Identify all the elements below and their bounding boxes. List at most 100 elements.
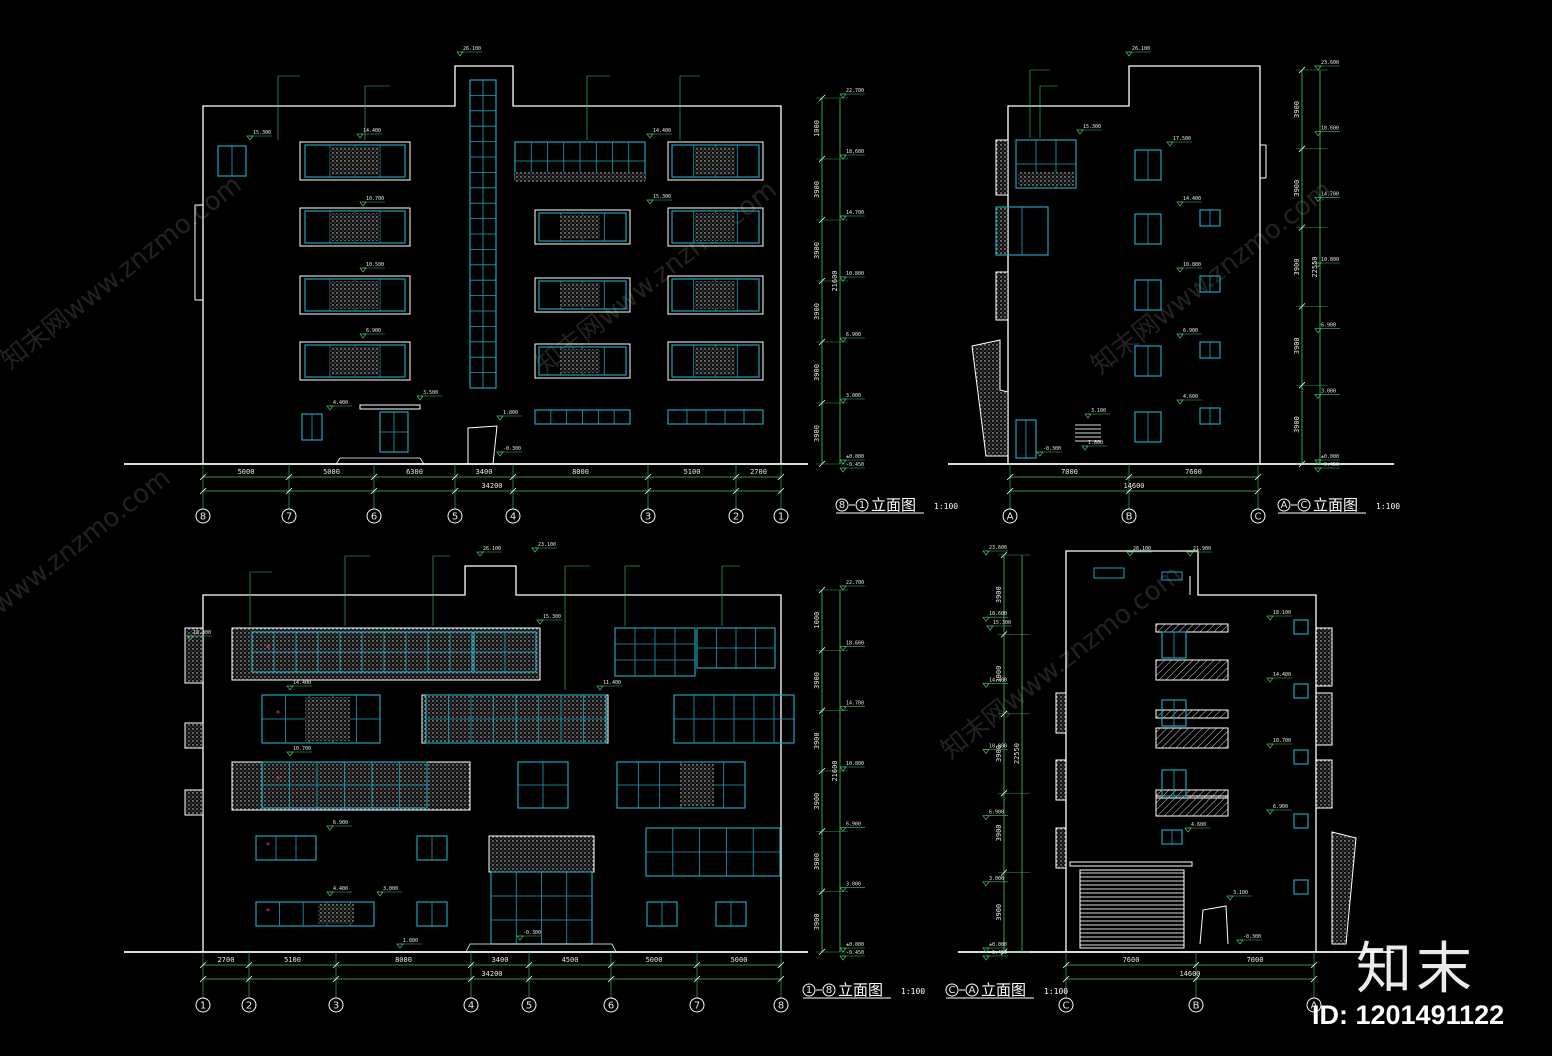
vertical-dimension-value: 3900 <box>813 364 821 381</box>
axis-label: B <box>1126 512 1133 523</box>
entrance-sculpture <box>1199 905 1229 945</box>
side-panel <box>995 139 1009 196</box>
level-label: 3.000 <box>846 882 861 888</box>
window <box>301 413 323 441</box>
window-surround <box>534 209 631 245</box>
dimension-value: 4500 <box>562 956 579 964</box>
window <box>1293 619 1309 635</box>
level-label: 1.800 <box>403 938 418 944</box>
level-label: 10.500 <box>366 262 384 268</box>
axis-label: 5 <box>452 512 458 523</box>
title-axis-a: A <box>1281 500 1288 511</box>
vertical-dimension-value: 3900 <box>813 913 821 930</box>
dimension-tick <box>1006 487 1014 495</box>
balcony-infill <box>1018 172 1074 186</box>
level-label: 14.700 <box>846 701 864 707</box>
elevation-title: 立面图 <box>981 981 1026 999</box>
window <box>696 627 776 669</box>
dimension-value: 3400 <box>492 956 509 964</box>
level-label: 4.400 <box>333 886 348 892</box>
level-label: 14.700 <box>1321 191 1339 197</box>
marker-asterisk: * <box>276 775 280 784</box>
window-dotpanel <box>330 213 380 241</box>
vertical-dimension-value: 3900 <box>813 853 821 870</box>
dimension-tick <box>1006 473 1014 481</box>
level-marker <box>982 616 990 622</box>
level-marker <box>1266 677 1274 683</box>
level-label: 4.600 <box>1191 822 1206 828</box>
window <box>645 827 781 877</box>
level-marker <box>1266 743 1274 749</box>
level-label: 3.000 <box>846 393 861 399</box>
window-dotpanel <box>330 347 380 375</box>
elevation-scale: 1:100 <box>1044 987 1068 996</box>
title-bubble <box>835 498 849 512</box>
level-marker <box>839 955 847 961</box>
axis-bubble <box>195 508 211 524</box>
window <box>416 835 448 861</box>
level-marker <box>646 199 654 205</box>
level-label: 14.400 <box>653 128 671 134</box>
entrance-sculpture <box>467 425 498 465</box>
level-label: 14.700 <box>846 210 864 216</box>
title-bubble <box>965 983 979 997</box>
dimension-tick <box>525 975 533 983</box>
axis-label: A <box>1007 512 1014 523</box>
watermark-text: www.znzmo.com <box>0 463 176 621</box>
vertical-dimension-value: 3900 <box>995 586 1003 603</box>
level-marker <box>286 685 294 691</box>
level-label: 14.400 <box>363 128 381 134</box>
level-marker <box>396 943 404 949</box>
level-marker <box>1176 399 1184 405</box>
vertical-dimension-value: 3900 <box>813 732 821 749</box>
window <box>1199 209 1221 227</box>
level-marker <box>246 135 254 141</box>
window <box>614 627 696 677</box>
level-marker <box>1084 413 1092 419</box>
side-panel <box>1315 627 1333 687</box>
window-surround <box>534 343 631 379</box>
side-panel <box>1055 827 1067 869</box>
elevation-title: 立面图 <box>838 981 883 999</box>
railing <box>1155 659 1229 681</box>
level-label: 26.100 <box>463 46 481 52</box>
title-axis-b: 1 <box>859 500 865 511</box>
level-marker <box>359 333 367 339</box>
dimension-tick <box>732 473 740 481</box>
level-label: ±0.000 <box>1321 454 1339 460</box>
title-axis-b: 8 <box>826 985 832 996</box>
entrance-steps <box>465 943 617 953</box>
level-label: 15.300 <box>543 614 561 620</box>
vertical-dimension-value: 3900 <box>813 242 821 259</box>
window-dotpanel <box>560 283 600 307</box>
band-surround <box>231 761 471 811</box>
window <box>1293 813 1309 829</box>
railing <box>1155 623 1229 633</box>
window <box>715 901 747 927</box>
axis-label: 1 <box>200 1001 206 1012</box>
vertical-dimension-value: 3900 <box>1293 416 1301 433</box>
window <box>1015 419 1037 459</box>
dimension-tick <box>199 487 207 495</box>
level-label: 26.100 <box>483 546 501 552</box>
roof-vent <box>1161 571 1183 581</box>
axis-bubble <box>447 508 463 524</box>
level-label: -0.300 <box>503 446 521 452</box>
vertical-dimension-total: 21600 <box>831 270 839 291</box>
axis-bubble <box>1002 508 1018 524</box>
dimension-tick <box>199 473 207 481</box>
building-outline <box>1065 550 1317 952</box>
window <box>473 631 537 673</box>
elevation-title: 立面图 <box>871 496 916 514</box>
axis-label: 7 <box>694 1001 700 1012</box>
level-label: 1.800 <box>503 410 518 416</box>
level-label: 6.900 <box>1183 328 1198 334</box>
window <box>469 79 497 389</box>
level-marker <box>359 201 367 207</box>
level-marker <box>531 547 539 553</box>
axis-bubble <box>1250 508 1266 524</box>
dimension-tick <box>644 487 652 495</box>
dimension-value: 5000 <box>323 468 340 476</box>
window <box>995 206 1049 256</box>
dimension-value: 8000 <box>572 468 589 476</box>
